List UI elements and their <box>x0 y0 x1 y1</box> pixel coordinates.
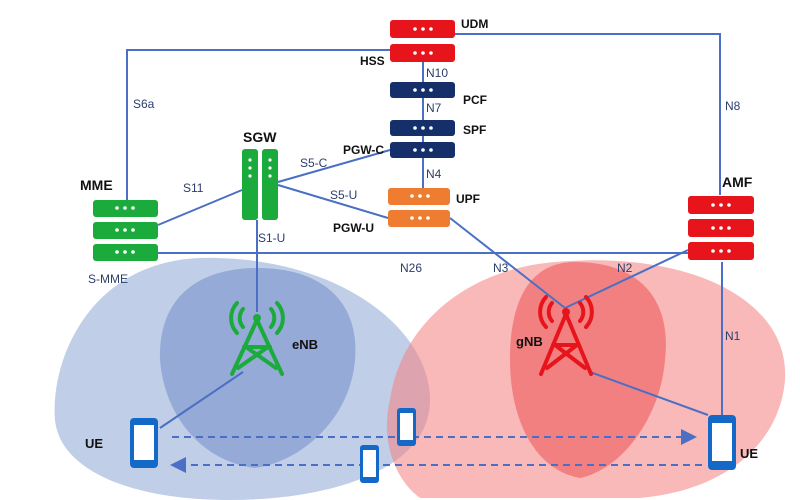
n26-interface-label: N26 <box>400 261 422 275</box>
gnb-label: gNB <box>516 334 543 349</box>
udm-server-icon <box>390 20 455 38</box>
mme-label: MME <box>80 177 113 193</box>
s11-interface-label: S11 <box>183 181 204 195</box>
ue-right-label: UE <box>740 446 758 461</box>
pgw-u-server-icon <box>388 210 450 227</box>
upf-label: UPF <box>456 192 480 206</box>
s5c-link <box>277 149 391 183</box>
pcf-label: PCF <box>463 93 487 107</box>
ue-left-label: UE <box>85 436 103 451</box>
s5c-interface-label: S5-C <box>300 156 328 170</box>
gnb-antenna-hub <box>562 308 570 316</box>
sgw-server-icon <box>242 149 278 220</box>
n1-interface-label: N1 <box>725 329 741 343</box>
s11-link <box>157 189 243 226</box>
pgw-u-label: PGW-U <box>333 221 374 235</box>
s5u-interface-label: S5-U <box>330 188 357 202</box>
lte-coverage-inner <box>159 268 356 468</box>
link-lines <box>126 33 723 429</box>
n10-interface-label: N10 <box>426 66 448 80</box>
hss-label: HSS <box>360 54 385 68</box>
gnb-antenna-icon <box>538 295 594 376</box>
ue-transit-upper-phone-icon <box>397 408 416 446</box>
n3-link <box>449 217 566 309</box>
s-mme-label: S-MME <box>88 272 128 286</box>
enb-label: eNB <box>292 337 318 352</box>
s5u-link <box>277 184 389 219</box>
n7-interface-label: N7 <box>426 101 442 115</box>
pcf-server-icon <box>390 82 455 98</box>
upf-server-icon <box>388 188 450 205</box>
ue-left-phone-icon <box>130 418 158 468</box>
n2-interface-label: N2 <box>617 261 633 275</box>
enb-antenna-hub <box>253 314 261 322</box>
pgw-c-label: PGW-C <box>343 143 384 157</box>
s6a-interface-label: S6a <box>133 97 155 111</box>
amf-label: AMF <box>722 174 753 190</box>
ue-transit-lower-phone-icon <box>360 445 379 483</box>
mme-server-icon <box>93 200 158 261</box>
spf-server-icon <box>390 120 455 136</box>
s1u-interface-label: S1-U <box>258 231 285 245</box>
n4-interface-label: N4 <box>426 167 442 181</box>
n8-interface-label: N8 <box>725 99 741 113</box>
amf-server-icon <box>688 196 754 260</box>
udm-label: UDM <box>461 17 488 31</box>
ue-right-phone-icon <box>708 415 736 470</box>
sgw-label: SGW <box>243 129 277 145</box>
s6a-link <box>126 49 395 200</box>
n3-interface-label: N3 <box>493 261 509 275</box>
hss-server-icon <box>390 44 455 62</box>
enb-ue-link <box>159 371 244 429</box>
n8-link <box>455 33 721 195</box>
spf-label: SPF <box>463 123 486 137</box>
gnb-ue-link <box>589 371 709 416</box>
pgw-c-server-icon <box>390 142 455 158</box>
